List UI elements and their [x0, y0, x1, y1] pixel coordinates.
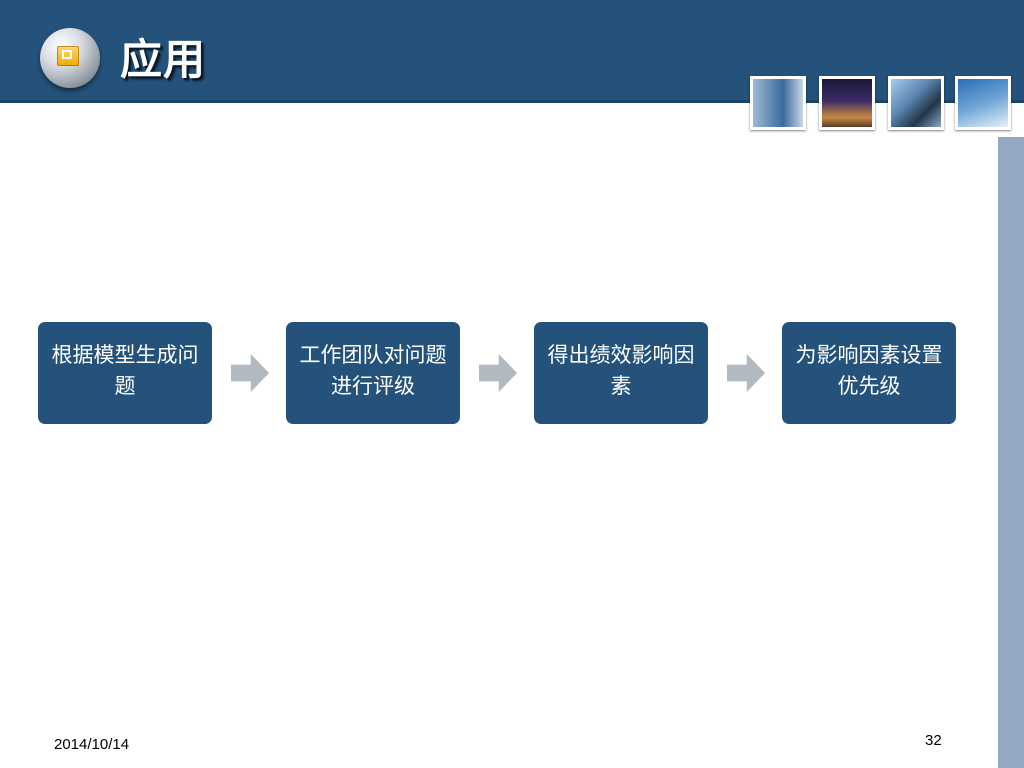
night-skyline-thumbnail	[819, 76, 875, 130]
chevron-right-arrow-icon	[727, 354, 765, 392]
glass-skyscraper-thumbnail	[955, 76, 1011, 130]
right-side-bar	[998, 137, 1024, 768]
flow-step-team-rating: 工作团队对问题进行评级	[286, 322, 460, 424]
footer-date: 2014/10/14	[54, 736, 130, 753]
flow-step-set-priority: 为影响因素设置优先级	[782, 322, 956, 424]
flow-step-generate-questions: 根据模型生成问题	[38, 322, 212, 424]
page-number: 32	[925, 732, 942, 749]
logo-icon	[40, 28, 100, 88]
night-skyline-photo-icon	[822, 79, 872, 127]
header-divider	[0, 100, 1024, 103]
window-square-icon	[57, 46, 79, 66]
person-on-phone-thumbnail	[888, 76, 944, 130]
slide-title: 应用	[120, 35, 207, 84]
chevron-right-arrow-icon	[479, 354, 517, 392]
office-tower-photo-icon	[753, 79, 803, 127]
person-on-phone-photo-icon	[891, 79, 941, 127]
glass-skyscraper-photo-icon	[958, 79, 1008, 127]
office-tower-thumbnail	[750, 76, 806, 130]
chevron-right-arrow-icon	[231, 354, 269, 392]
flow-step-impact-factors: 得出绩效影响因素	[534, 322, 708, 424]
